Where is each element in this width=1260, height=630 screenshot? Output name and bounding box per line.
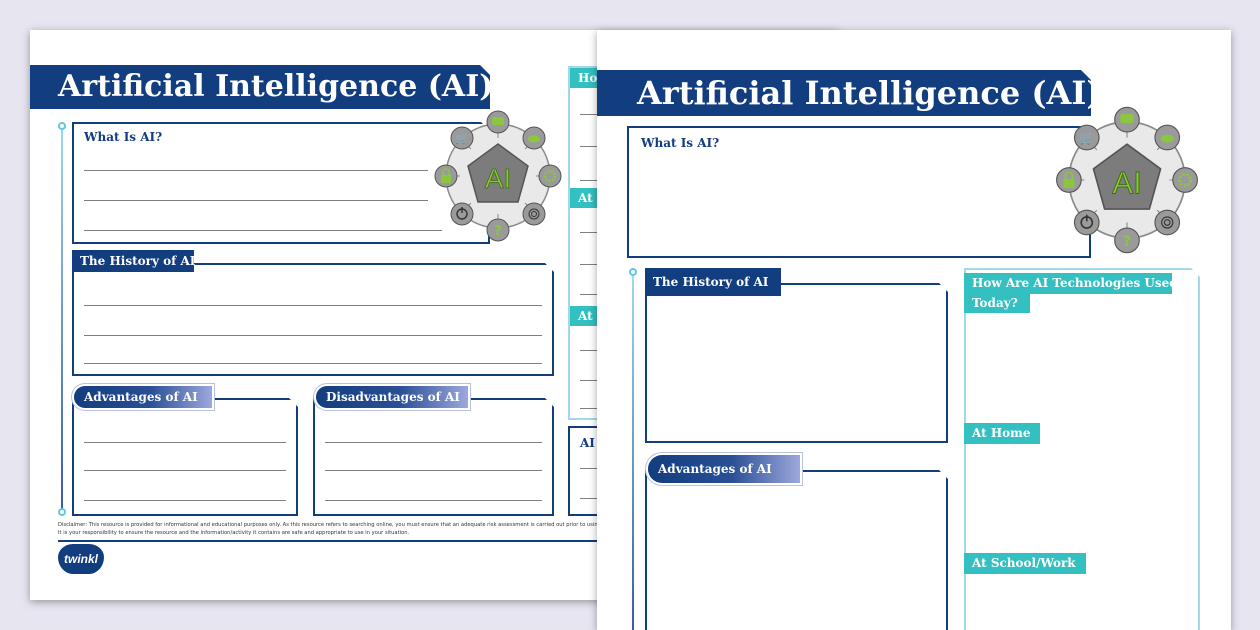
worksheet-title: Artificial Intelligence (AI) (30, 65, 490, 109)
power-icon (450, 202, 474, 226)
emblem-ai-text: AI (1112, 165, 1142, 200)
cloud-icon (522, 126, 546, 150)
advantages-box[interactable] (645, 470, 948, 630)
fingerprint-icon (1154, 209, 1181, 236)
disclaimer-line-1: Disclaimer: This resource is provided fo… (58, 522, 625, 528)
svg-text:🛒: 🛒 (1079, 130, 1094, 145)
ai-emblem: AI 🛒 ? (1056, 106, 1198, 254)
writing-line (84, 470, 286, 471)
writing-line (84, 305, 542, 306)
padlock-icon (1056, 167, 1082, 193)
advantages-tab: Advantages of AI (648, 455, 800, 483)
writing-line (84, 170, 428, 171)
worksheet-title: Artificial Intelligence (AI) (597, 70, 1091, 116)
how-used-box[interactable] (964, 268, 1200, 630)
footer-divider (58, 540, 608, 542)
advantages-tab: Advantages of AI (74, 386, 212, 408)
writing-line (84, 363, 542, 364)
at-home-tab: At Home (964, 423, 1040, 444)
writing-line (84, 200, 428, 201)
writing-line (84, 335, 542, 336)
svg-text:?: ? (1123, 234, 1131, 250)
what-is-ai-label: What Is AI? (84, 130, 163, 144)
svg-text:🛒: 🛒 (455, 132, 469, 145)
chat-bubble-icon (486, 110, 510, 134)
how-used-tab-line1: How Are AI Technologies Used (964, 273, 1178, 294)
shopping-cart-icon: 🛒 (450, 126, 474, 150)
timeline-dot-top (629, 268, 637, 276)
chat-bubble-icon (1114, 106, 1140, 133)
history-tab: The History of AI (72, 250, 195, 272)
fingerprint-icon (522, 202, 546, 226)
cloud-icon (1154, 124, 1181, 151)
writing-line (84, 230, 442, 231)
disadvantages-tab: Disadvantages of AI (316, 386, 468, 408)
disclaimer-line-2: It is your responsibility to ensure the … (58, 530, 410, 536)
how-used-tab-line2: Today? (964, 293, 1030, 313)
ai-label-back: AI (580, 436, 595, 450)
ai-emblem: AI 🛒 ? (434, 110, 562, 242)
history-tab: The History of AI (645, 268, 781, 296)
gear-icon (1172, 167, 1198, 193)
at-school-work-tab: At School/Work (964, 553, 1086, 574)
writing-line (325, 500, 542, 501)
what-is-ai-box[interactable]: What Is AI? (627, 126, 1091, 258)
history-box[interactable] (645, 283, 948, 443)
what-is-ai-box[interactable]: What Is AI? (72, 122, 490, 244)
worksheet-page-front: Artificial Intelligence (AI) What Is AI?… (597, 30, 1231, 630)
power-icon (1073, 209, 1100, 236)
timeline-dot-bottom (58, 508, 66, 516)
gear-icon (538, 164, 562, 188)
writing-line (325, 470, 542, 471)
disadvantages-box[interactable] (313, 398, 554, 516)
timeline-rail (61, 126, 63, 512)
question-icon: ? (486, 218, 510, 242)
writing-line (84, 442, 286, 443)
shopping-cart-icon: 🛒 (1073, 124, 1100, 151)
what-is-ai-label: What Is AI? (641, 136, 720, 150)
writing-line (84, 500, 286, 501)
advantages-box[interactable] (72, 398, 298, 516)
timeline-dot-top (58, 122, 66, 130)
twinkl-logo: twinkl (58, 544, 104, 574)
svg-text:?: ? (494, 224, 502, 239)
emblem-ai-text: AI (485, 163, 511, 194)
padlock-icon (434, 164, 458, 188)
writing-line (325, 442, 542, 443)
timeline-rail (632, 276, 634, 630)
history-box[interactable] (72, 263, 554, 376)
question-icon: ? (1114, 227, 1140, 254)
